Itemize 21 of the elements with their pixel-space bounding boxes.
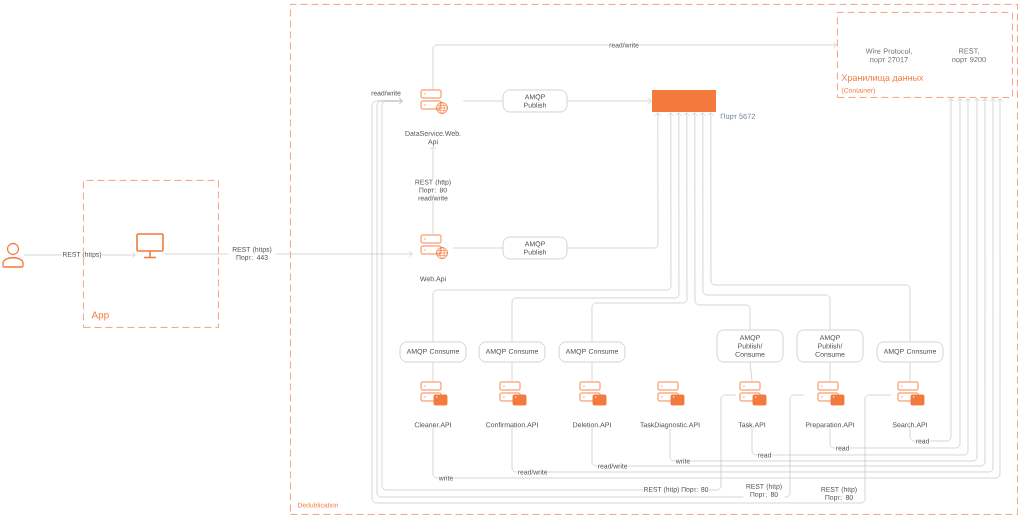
monitor-icon xyxy=(136,233,164,259)
arrow xyxy=(432,98,1004,479)
arrow xyxy=(829,98,964,449)
arrow xyxy=(371,97,892,504)
arrow xyxy=(567,112,661,249)
arrow xyxy=(432,41,837,90)
person-icon xyxy=(2,242,24,268)
filled-box xyxy=(652,90,716,112)
connector-line xyxy=(749,362,753,382)
arrow xyxy=(669,98,981,462)
arrow xyxy=(511,112,682,342)
arrow xyxy=(691,112,751,330)
arrow xyxy=(909,98,955,442)
arrow xyxy=(707,112,911,342)
arrow xyxy=(591,98,989,467)
arrow xyxy=(751,98,972,456)
arrow xyxy=(432,112,674,342)
arrow xyxy=(699,112,831,330)
arrow xyxy=(567,97,652,105)
arrow xyxy=(591,112,690,342)
arrow xyxy=(511,98,997,473)
